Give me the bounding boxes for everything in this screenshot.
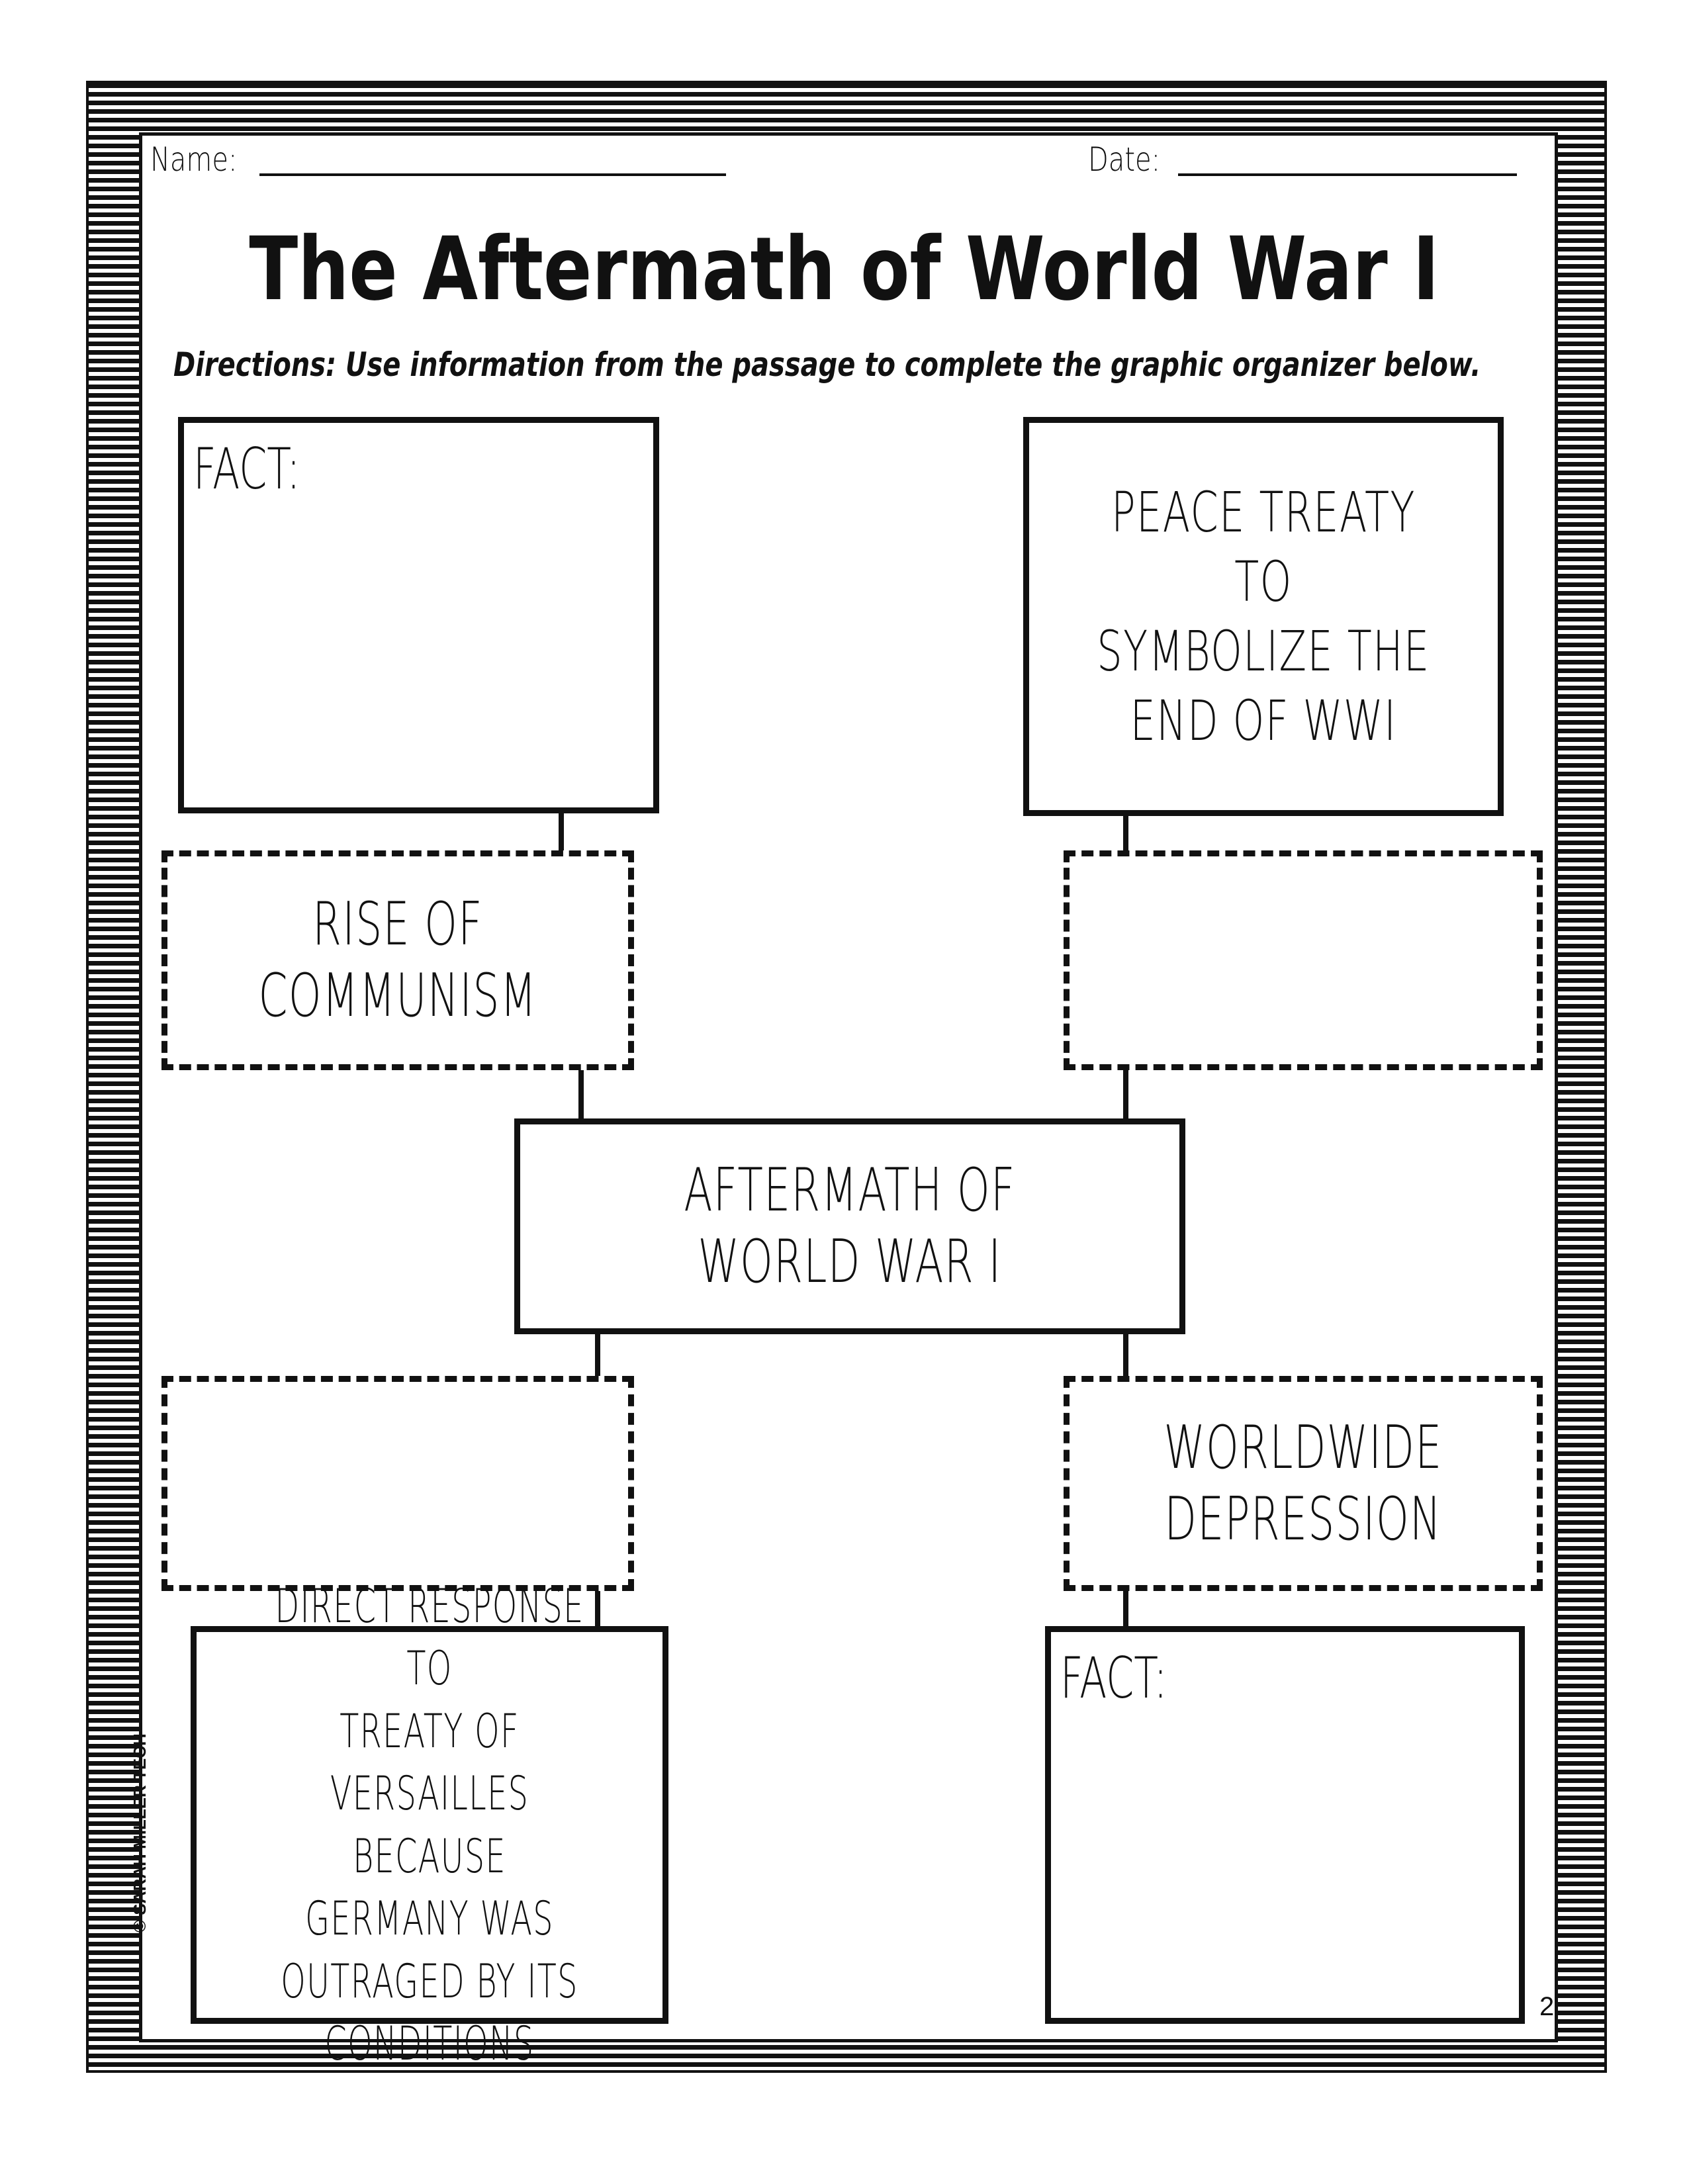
box-text-line: PEACE TREATY TO — [1111, 479, 1416, 614]
worldwide-depression-box: WORLDWIDE DEPRESSION — [1064, 1376, 1543, 1591]
box-text-line: COMMUNISM — [258, 961, 537, 1030]
treaty-box: PEACE TREATY TO SYMBOLIZE THE END OF WWI — [1023, 417, 1504, 816]
box-text-line: WORLDWIDE — [1164, 1412, 1443, 1482]
connector — [1123, 1332, 1128, 1378]
fact-box-top-left[interactable]: FACT: — [178, 417, 659, 813]
page-title: The Aftermath of World War I — [0, 218, 1689, 320]
connector — [1123, 1068, 1128, 1120]
box-text-line: BECAUSE GERMANY WAS — [305, 1829, 554, 1946]
box-text-line: DIRECT RESPONSE TO — [275, 1578, 584, 1696]
box-text-line: END OF WWI — [1130, 688, 1397, 753]
box-text-line: WORLD WAR I — [698, 1227, 1002, 1297]
date-label: Date: — [1088, 140, 1161, 179]
rise-of-communism-box: RISE OF COMMUNISM — [161, 850, 634, 1070]
connector — [595, 1332, 600, 1378]
direct-response-box: DIRECT RESPONSE TO TREATY OF VERSAILLES … — [191, 1579, 668, 2071]
copyright: © SARAH MILLER TECH — [130, 1733, 150, 1933]
box-text-line: CONDITIONS — [324, 2017, 535, 2071]
box-text-line: AFTERMATH OF — [684, 1156, 1016, 1225]
connector — [1123, 813, 1128, 853]
name-field[interactable] — [259, 173, 726, 176]
box-text-line: OUTRAGED BY ITS — [281, 1954, 578, 2009]
directions: Directions: Use information from the pas… — [173, 345, 1481, 384]
fact-label: FACT: — [193, 436, 300, 502]
box-text-line: SYMBOLIZE THE — [1097, 618, 1430, 684]
connector — [595, 1588, 600, 1628]
box-text-line: TREATY OF VERSAILLES — [330, 1704, 529, 1821]
date-field[interactable] — [1178, 173, 1517, 176]
page-title-text: The Aftermath of World War I — [249, 218, 1440, 320]
name-label: Name: — [150, 140, 238, 179]
fact-box-bottom-right[interactable]: FACT: — [1045, 1626, 1525, 2024]
center-topic-box: AFTERMATH OF WORLD WAR I — [514, 1118, 1185, 1334]
box-text-line: RISE OF — [312, 889, 483, 959]
empty-dashed-box-upper-right[interactable] — [1064, 850, 1543, 1070]
connector — [1123, 1588, 1128, 1628]
box-text-line: DEPRESSION — [1164, 1484, 1442, 1554]
fact-label: FACT: — [1060, 1645, 1167, 1711]
connector — [578, 1068, 584, 1120]
empty-dashed-box-lower-left[interactable] — [161, 1376, 634, 1591]
page-number: 2 — [1539, 1992, 1555, 2021]
connector — [559, 811, 564, 853]
